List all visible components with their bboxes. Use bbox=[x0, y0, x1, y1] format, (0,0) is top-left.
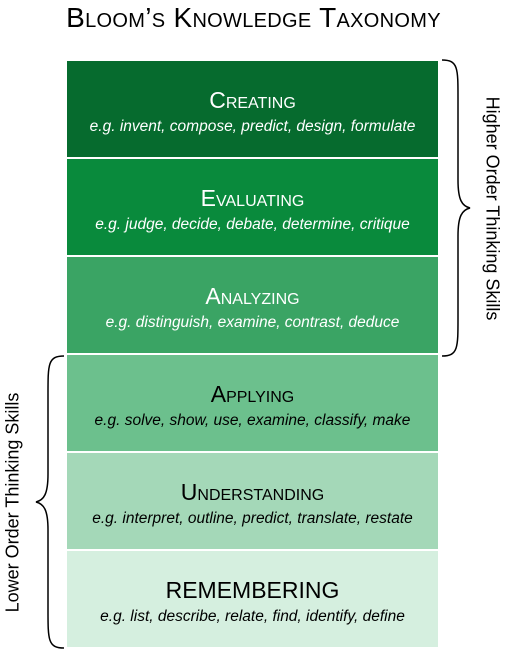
level-examples: e.g. solve, show, use, examine, classify… bbox=[94, 412, 411, 429]
higher-order-brace bbox=[441, 59, 471, 357]
level-creating: Creating e.g. invent, compose, predict, … bbox=[67, 61, 438, 157]
level-name: Understanding bbox=[180, 479, 325, 505]
page-title: Bloom’s Knowledge Taxonomy bbox=[66, 2, 441, 33]
level-name: Creating bbox=[209, 87, 296, 113]
level-analyzing: Analyzing e.g. distinguish, examine, con… bbox=[67, 257, 438, 353]
level-examples: e.g. invent, compose, predict, design, f… bbox=[89, 118, 416, 135]
level-examples: e.g. distinguish, examine, contrast, ded… bbox=[105, 314, 400, 331]
level-name: Evaluating bbox=[200, 185, 305, 211]
taxonomy-stack: Creating e.g. invent, compose, predict, … bbox=[67, 61, 438, 649]
level-name: REMEMBERING bbox=[165, 577, 340, 603]
level-name: Applying bbox=[210, 381, 295, 407]
higher-order-label: Higher Order Thinking Skills bbox=[482, 96, 503, 321]
level-name: Analyzing bbox=[205, 283, 300, 309]
lower-order-brace bbox=[35, 355, 65, 649]
level-examples: e.g. judge, decide, debate, determine, c… bbox=[95, 216, 410, 233]
level-examples: e.g. list, describe, relate, find, ident… bbox=[100, 608, 405, 625]
lower-order-label: Lower Order Thinking Skills bbox=[2, 392, 23, 613]
level-evaluating: Evaluating e.g. judge, decide, debate, d… bbox=[67, 159, 438, 255]
level-applying: Applying e.g. solve, show, use, examine,… bbox=[67, 355, 438, 451]
level-remembering: REMEMBERING e.g. list, describe, relate,… bbox=[67, 551, 438, 647]
level-understanding: Understanding e.g. interpret, outline, p… bbox=[67, 453, 438, 549]
level-examples: e.g. interpret, outline, predict, transl… bbox=[92, 510, 413, 527]
